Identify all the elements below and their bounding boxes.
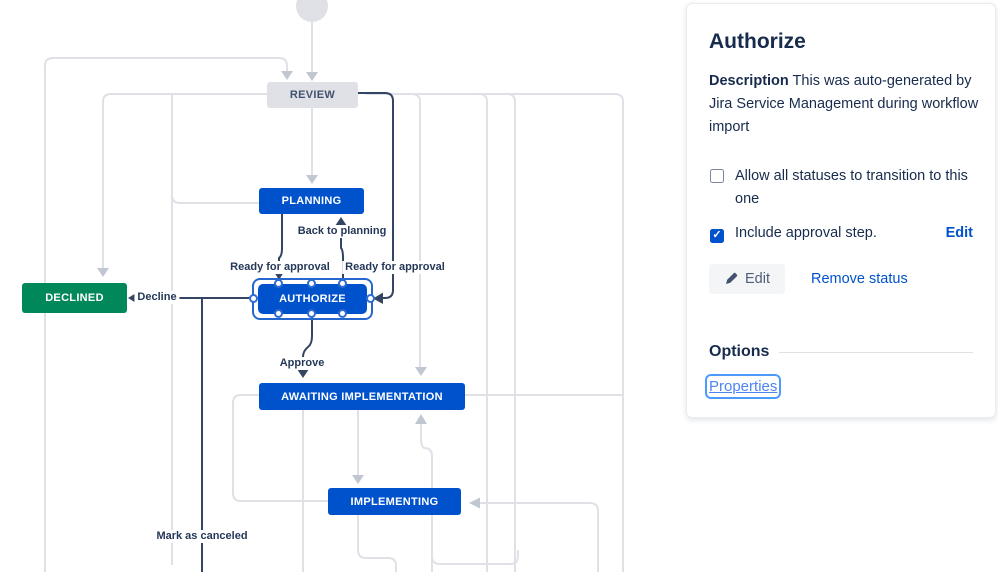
selected-transition-lines [136,92,394,572]
status-awaiting-implementation[interactable]: AWAITING IMPLEMENTATION [259,383,465,410]
description-label: Description [709,73,789,89]
transition-label-ready-for-approval-right[interactable]: Ready for approval [342,261,448,274]
selection-handle[interactable] [274,279,283,288]
options-section-header: Options [709,343,973,361]
transition-approve-line [302,314,313,369]
check-icon: ✓ [712,229,722,241]
include-approval-row: ✓ Include approval step. Edit [709,222,973,245]
status-review[interactable]: REVIEW [267,82,358,108]
status-actions-row: Edit Remove status [709,264,973,294]
transition-label-back-to-planning[interactable]: Back to planning [294,225,390,238]
transition-label-ready-for-approval-left[interactable]: Ready for approval [227,261,333,274]
global-transition-lines [44,22,624,572]
selection-handle[interactable] [338,309,347,318]
workflow-canvas: REVIEW PLANNING AUTHORIZE DECLINED AWAIT… [22,0,624,572]
transition-label-approve[interactable]: Approve [276,357,328,370]
transition-lines-layer [44,0,624,572]
status-implementing[interactable]: IMPLEMENTING [328,488,461,515]
selection-handle[interactable] [274,309,283,318]
transition-back-to-planning-line [340,226,344,284]
transition-label-decline[interactable]: Decline [134,291,180,304]
panel-title: Authorize [709,30,806,53]
properties-link[interactable]: Properties [704,374,782,399]
edit-status-button[interactable]: Edit [709,264,785,294]
transition-ready-for-approval-review-line [358,92,394,299]
selection-handle[interactable] [307,279,316,288]
start-node[interactable] [296,0,328,22]
edit-status-button-label: Edit [745,271,770,287]
options-heading: Options [709,343,770,360]
include-approval-checkbox[interactable]: ✓ [710,228,724,243]
description-text: This was auto-generated by Jira Service … [709,73,979,135]
selection-handle[interactable] [307,309,316,318]
status-planning[interactable]: PLANNING [259,188,364,214]
status-description: Description This was auto-generated by J… [709,70,985,139]
transition-ready-for-approval-planning-line [278,214,283,271]
include-approval-label[interactable]: Include approval step. [735,225,877,241]
pencil-icon [726,272,738,284]
selection-handle[interactable] [366,294,375,303]
status-declined[interactable]: DECLINED [22,283,127,313]
status-detail-panel: Authorize Description This was auto-gene… [686,3,996,418]
transition-label-mark-as-canceled[interactable]: Mark as canceled [153,530,251,543]
allow-all-statuses-row: Allow all statuses to transition to this… [709,165,973,211]
allow-all-statuses-checkbox[interactable] [710,169,724,183]
remove-status-link[interactable]: Remove status [811,271,908,287]
allow-all-statuses-label[interactable]: Allow all statuses to transition to this… [735,168,968,207]
edit-approval-link[interactable]: Edit [945,225,973,241]
options-divider [779,351,973,353]
global-transition-arrows [97,71,480,509]
selection-handle[interactable] [249,294,258,303]
selection-handle[interactable] [338,279,347,288]
